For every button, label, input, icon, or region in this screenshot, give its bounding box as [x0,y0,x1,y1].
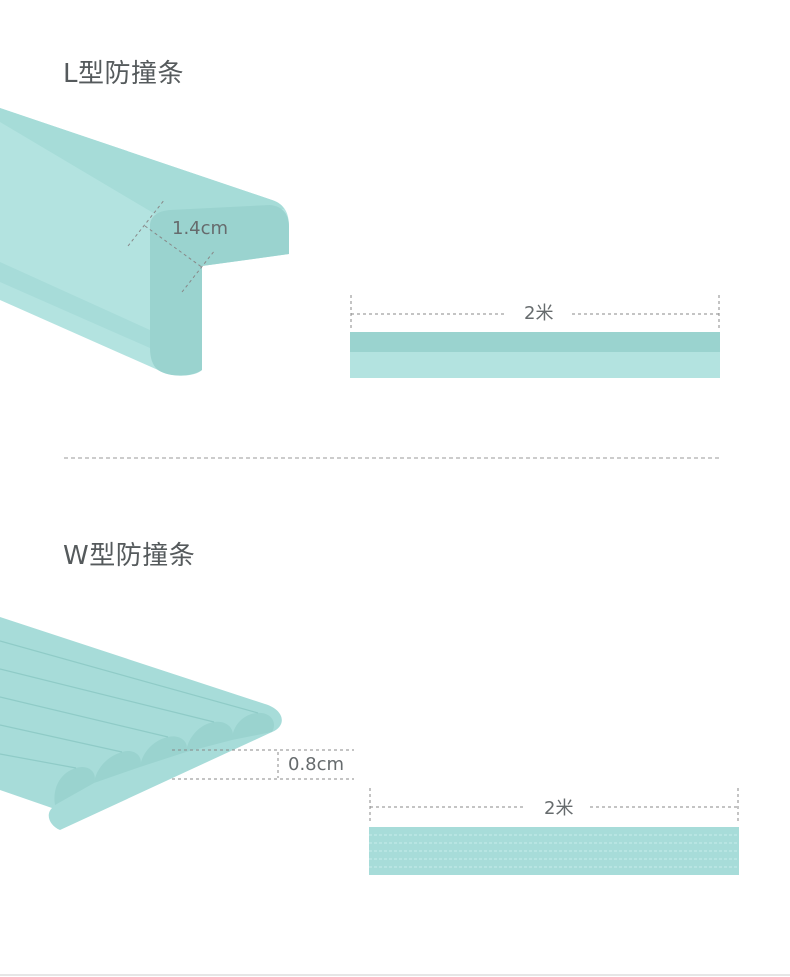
w-length-label: 2米 [540,794,578,820]
w-type-title: W型防撞条 [63,541,196,571]
l-thickness-label: 1.4cm [172,218,229,239]
w-strip-flat-bar [369,788,739,875]
w-strip-3d-illustration [0,617,354,830]
l-length-label: 2米 [520,299,558,325]
w-thickness-label: 0.8cm [288,754,345,775]
l-strip-flat-bar [350,295,720,378]
l-type-title: L型防撞条 [63,59,184,89]
l-strip-3d-illustration [0,108,289,376]
